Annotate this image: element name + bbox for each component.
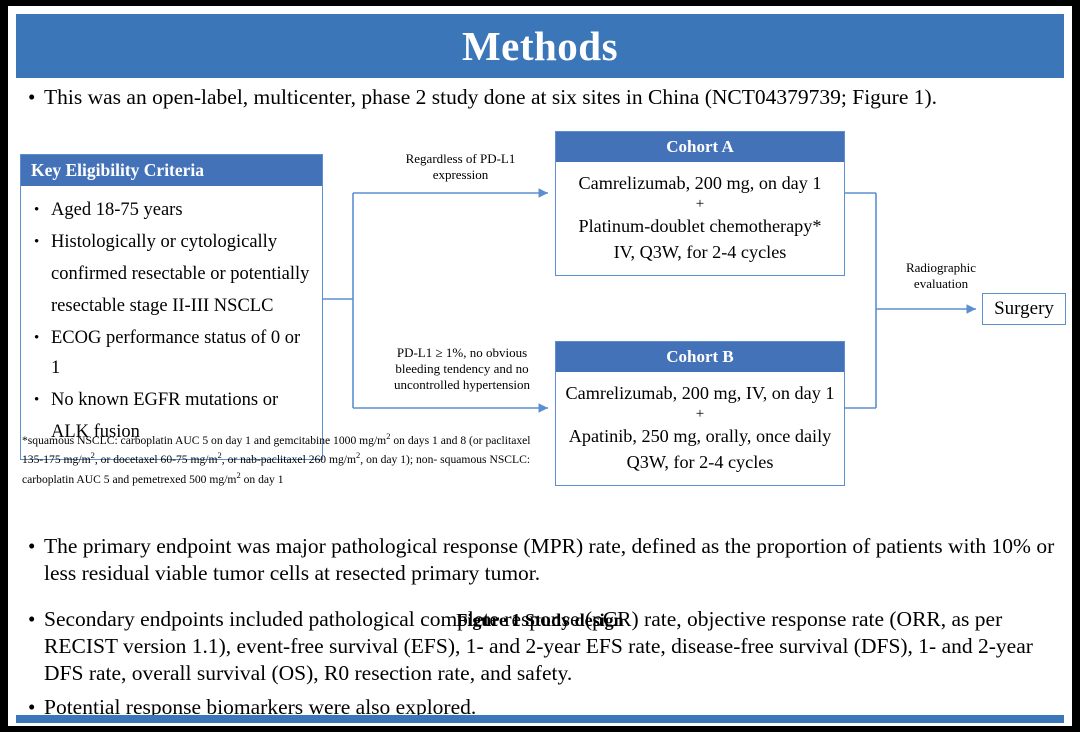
list-item-label: No known EGFR mutations or (51, 390, 279, 411)
list-item-continuation: confirmed resectable or potentially (29, 259, 314, 289)
eligibility-list: • Aged 18-75 years • Histologically or c… (21, 186, 322, 459)
cohort-b-body: Camrelizumab, 200 mg, IV, on day 1 + Apa… (556, 372, 844, 485)
chemotherapy-footnote: *squamous NSCLC: carboplatin AUC 5 on da… (22, 429, 552, 487)
list-item-label: Aged 18-75 years (51, 200, 183, 221)
bullet-marker: • (34, 234, 40, 251)
list-item-label: resectable stage II-III NSCLC (51, 296, 274, 317)
radiographic-line-2: evaluation (913, 276, 969, 291)
slide-bottom-accent-bar (16, 715, 1064, 723)
cohort-b-line-2: Apatinib, 250 mg, orally, once daily (568, 425, 832, 446)
footnote-sup: 2 (386, 431, 391, 441)
radiographic-evaluation-note: Radiographic evaluation (886, 260, 996, 292)
bullet-primary-endpoint: • The primary endpoint was major patholo… (22, 533, 1062, 587)
list-item-label: ECOG performance status of 0 or 1 (51, 328, 301, 379)
footnote-line-2-c: , or nab-paclitaxel 260 mg/m (221, 453, 357, 467)
branch-note-lower-line-2: bleeding tendency and no (395, 361, 529, 376)
radiographic-line-1: Radiographic (905, 260, 977, 275)
bullet-secondary-endpoints-text: Secondary endpoints included pathologica… (44, 607, 1033, 685)
slide-title-banner: Methods (16, 14, 1064, 78)
footnote-line-3-a: squamous NSCLC: carboplatin AUC 5 and pe… (22, 453, 531, 486)
bullet-marker: • (28, 85, 36, 109)
list-item: • ECOG performance status of 0 or 1 (29, 323, 314, 383)
branch-note-lower-line-3: uncontrolled hypertension (393, 377, 531, 392)
bullet-intro-text: This was an open-label, multicenter, pha… (44, 85, 938, 109)
study-design-figure: Key Eligibility Criteria • Aged 18-75 ye… (8, 121, 1072, 630)
cohort-a-header: Cohort A (556, 132, 844, 162)
branch-note-lower: PD-L1 ≥ 1%, no obvious bleeding tendency… (366, 345, 558, 393)
bullet-marker: • (34, 202, 40, 219)
surgery-box: Surgery (982, 293, 1066, 325)
cohort-b-plus: + (695, 405, 705, 422)
cohort-a-box: Cohort A Camrelizumab, 200 mg, on day 1 … (555, 131, 845, 276)
footnote-line-3-b: on day 1 (240, 472, 284, 486)
branch-note-upper-line-2: expression (432, 167, 489, 182)
branch-note-lower-line-1: PD-L1 ≥ 1%, no obvious (396, 345, 528, 360)
bullet-marker: • (28, 534, 36, 558)
footnote-sup: 2 (236, 469, 241, 480)
footnote-line-1-a: *squamous NSCLC: carboplatin AUC 5 on da… (22, 433, 387, 447)
cohort-b-header: Cohort B (556, 342, 844, 372)
bullet-intro: • This was an open-label, multicenter, p… (22, 84, 1062, 111)
list-item: • Histologically or cytologically (29, 227, 314, 257)
cohort-a-line-1: Camrelizumab, 200 mg, on day 1 (578, 172, 822, 193)
flow-connectors (323, 188, 976, 413)
bullet-secondary-endpoints: • Secondary endpoints included pathologi… (22, 606, 1062, 687)
page-title: Methods (461, 22, 619, 69)
list-item: • No known EGFR mutations or (29, 385, 314, 415)
list-item-continuation: resectable stage II-III NSCLC (29, 291, 314, 321)
list-item: • Aged 18-75 years (29, 195, 314, 225)
footnote-sup: 2 (217, 450, 222, 461)
list-item-continuation: ALK fusion (29, 417, 314, 447)
eligibility-header: Key Eligibility Criteria (21, 155, 322, 187)
cohort-a-body: Camrelizumab, 200 mg, on day 1 + Platinu… (556, 162, 844, 275)
figure-caption: Figure 1 Study design (456, 610, 624, 630)
bullet-primary-endpoint-text: The primary endpoint was major pathologi… (44, 534, 1055, 585)
cohort-a-line-2: Platinum-doublet chemotherapy* (578, 215, 822, 236)
footnote-sup: 2 (356, 450, 361, 461)
cohort-b-line-1: Camrelizumab, 200 mg, IV, on day 1 (565, 382, 835, 403)
branch-note-upper-line-1: Regardless of PD-L1 (405, 151, 516, 166)
footnote-line-1-b: on days 1 and 8 (or (390, 433, 483, 447)
slide: Methods • This was an open-label, multic… (8, 6, 1072, 726)
list-item-label: ALK fusion (51, 422, 140, 443)
branch-note-upper: Regardless of PD-L1 expression (368, 151, 553, 183)
footnote-line-2-a: paclitaxel 135-175 mg/m (22, 433, 531, 467)
list-item-label: Histologically or cytologically (51, 232, 278, 253)
eligibility-criteria-box: Key Eligibility Criteria • Aged 18-75 ye… (20, 154, 323, 461)
footnote-line-2-b: , or docetaxel 60-75 mg/m (94, 453, 218, 467)
footnote-line-2-d: , on day 1); non- (360, 453, 438, 467)
bullet-marker: • (34, 330, 40, 347)
bullet-marker: • (34, 392, 40, 409)
surgery-label: Surgery (994, 298, 1054, 319)
cohort-a-line-3: IV, Q3W, for 2-4 cycles (613, 241, 787, 262)
footnote-sup: 2 (90, 450, 95, 461)
cohort-b-line-3: Q3W, for 2-4 cycles (626, 451, 774, 472)
cohort-a-plus: + (695, 195, 705, 212)
bullet-marker: • (28, 607, 36, 631)
list-item-label: confirmed resectable or potentially (51, 264, 310, 285)
cohort-b-box: Cohort B Camrelizumab, 200 mg, IV, on da… (555, 341, 845, 486)
bullet-marker: • (28, 695, 36, 719)
